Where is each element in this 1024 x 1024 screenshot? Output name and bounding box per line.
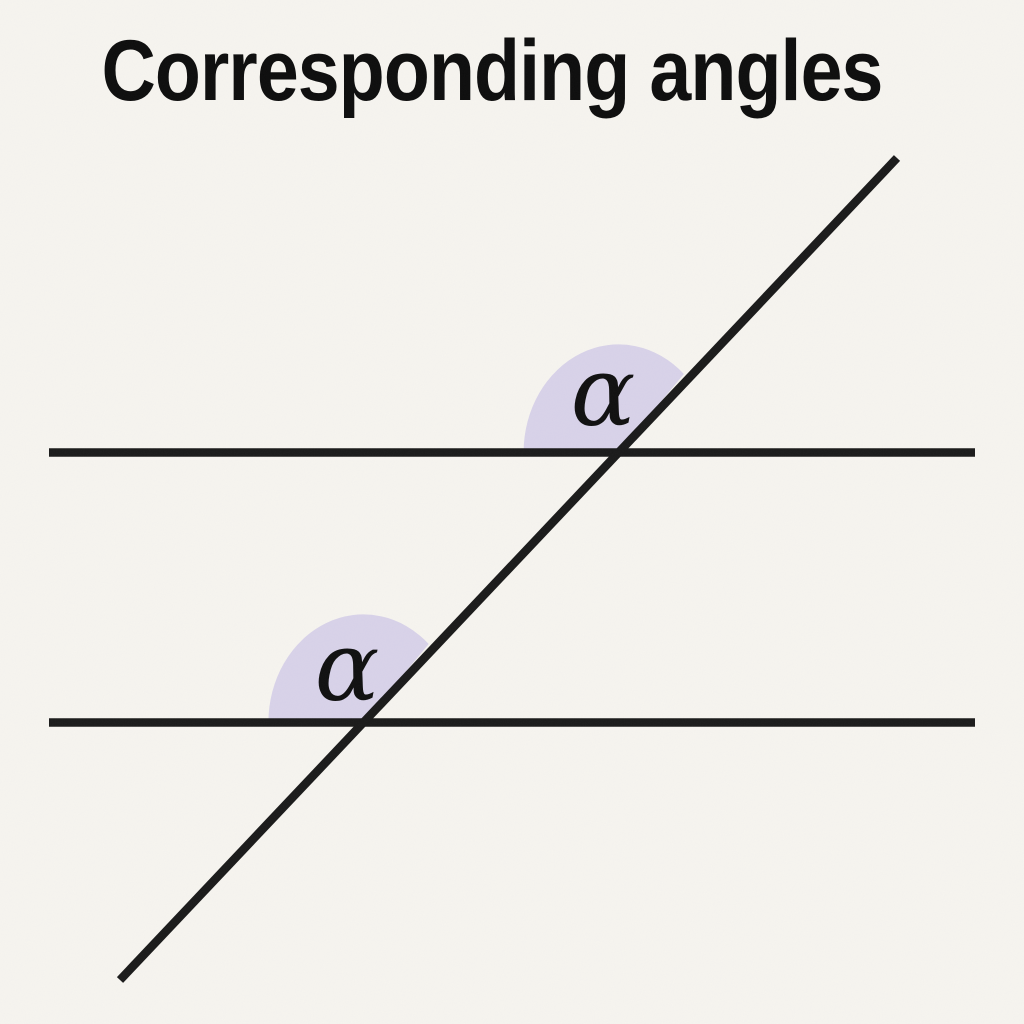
angle-sector-upper bbox=[523, 344, 684, 453]
figure-title: Corresponding angles bbox=[101, 23, 883, 119]
transversal-line bbox=[116, 155, 901, 983]
angle-label-upper: α bbox=[571, 336, 636, 448]
angle-label-lower: α bbox=[315, 611, 380, 723]
angle-sector-lower bbox=[268, 614, 429, 723]
